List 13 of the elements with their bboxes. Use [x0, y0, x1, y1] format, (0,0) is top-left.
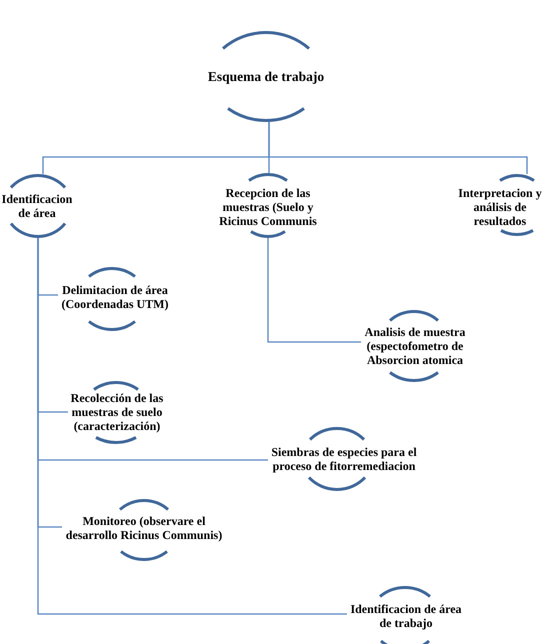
node-text: Identificacion de área de trabajo — [349, 602, 463, 630]
node-text: Identificacion de área — [0, 192, 74, 220]
node-text: Delimitacion de área (Coordenadas UTM) — [60, 283, 170, 311]
node-text: Interpretacion y análisis de resultados — [457, 186, 543, 228]
node-text: Siembras de especies para el proceso de fitorremediacion — [270, 445, 418, 473]
connector-line — [37, 238, 347, 615]
connector-line — [267, 238, 361, 343]
node-text: Analisis de muestra (espectofometro de Absorcion atomica — [364, 325, 466, 367]
node-text: Recepcion de las muestras (Suelo y Ricinus Communis — [218, 186, 318, 228]
connector-line — [268, 122, 528, 174]
node-text: Esquema de trabajo — [206, 70, 326, 84]
node-text: Recolección de las muestras de suelo (caracterización) — [70, 391, 164, 433]
node-text: Monitoreo (observare el desarrollo Ricinus Communis) — [64, 514, 224, 542]
